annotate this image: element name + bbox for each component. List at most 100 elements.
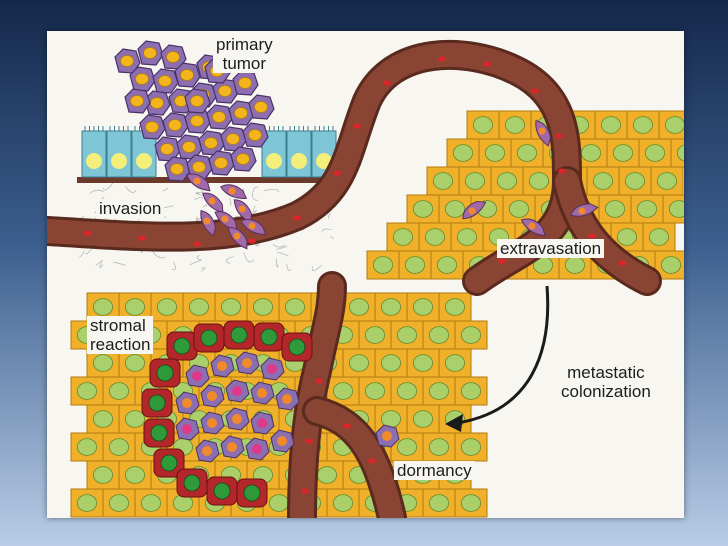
tumor-nucleus bbox=[212, 111, 226, 123]
tissue-nucleus bbox=[316, 466, 337, 484]
red-blood-cell bbox=[555, 133, 563, 139]
stromal-nucleus bbox=[260, 328, 278, 346]
tumor-nucleus bbox=[182, 141, 196, 153]
tissue-cell bbox=[454, 376, 488, 406]
colony-nucleus bbox=[257, 418, 267, 428]
red-blood-cell bbox=[353, 123, 361, 129]
bottom-vessel bbox=[290, 274, 344, 518]
colony-nucleus bbox=[267, 364, 277, 374]
epithelial-nucleus bbox=[111, 153, 127, 169]
metastatic-colonization-label-line1: metastatic bbox=[567, 363, 645, 382]
tissue-nucleus bbox=[364, 326, 385, 344]
metastatic-colonization-label-line2: colonization bbox=[561, 382, 651, 401]
tissue-nucleus bbox=[396, 438, 417, 456]
dormancy-label: dormancy bbox=[394, 461, 475, 480]
migrating-nucleus bbox=[228, 187, 236, 195]
primary-tumor-label: primary tumor bbox=[213, 35, 276, 73]
stromal-nucleus bbox=[230, 326, 248, 344]
stroma-fiber bbox=[99, 260, 104, 269]
tissue-nucleus bbox=[613, 144, 634, 162]
tumor-nucleus bbox=[254, 101, 268, 113]
tissue-nucleus bbox=[332, 382, 353, 400]
tissue-nucleus bbox=[428, 382, 449, 400]
red-blood-cell bbox=[193, 241, 201, 247]
tissue-nucleus bbox=[93, 354, 114, 372]
arrow-head bbox=[445, 414, 463, 432]
tissue-nucleus bbox=[76, 382, 98, 400]
tissue-nucleus bbox=[412, 298, 433, 316]
red-blood-cell bbox=[83, 230, 91, 236]
tissue-nucleus bbox=[428, 438, 449, 456]
red-blood-cell bbox=[498, 258, 506, 264]
tissue-cell bbox=[630, 194, 664, 224]
stroma-fiber bbox=[195, 216, 198, 223]
tumor-nucleus bbox=[150, 97, 164, 109]
tissue-nucleus bbox=[125, 466, 146, 484]
tissue-nucleus bbox=[157, 298, 178, 316]
tissue-nucleus bbox=[665, 116, 684, 134]
tumor-nucleus bbox=[226, 133, 240, 145]
tissue-nucleus bbox=[504, 116, 525, 134]
stromal-nucleus bbox=[173, 337, 191, 355]
tumor-nucleus bbox=[218, 85, 232, 97]
tissue-nucleus bbox=[460, 326, 481, 344]
red-blood-cell bbox=[305, 438, 313, 444]
tumor-nucleus bbox=[160, 143, 174, 155]
colony-nucleus bbox=[182, 398, 192, 408]
tissue-nucleus bbox=[565, 256, 586, 274]
tissue-nucleus bbox=[125, 298, 146, 316]
epithelial-nucleus bbox=[291, 153, 307, 169]
colony-nucleus bbox=[207, 391, 217, 401]
stroma-fiber bbox=[276, 245, 288, 250]
migrating-nucleus bbox=[578, 207, 586, 215]
stroma-fiber bbox=[89, 189, 104, 194]
colony-nucleus bbox=[192, 371, 202, 381]
stroma-fiber bbox=[194, 197, 203, 201]
tissue-nucleus bbox=[93, 298, 114, 316]
stroma-fiber bbox=[276, 251, 289, 257]
red-blood-cell bbox=[343, 423, 351, 429]
blood-cells bbox=[83, 56, 626, 494]
tissue-nucleus bbox=[220, 298, 241, 316]
stroma-fiber bbox=[189, 259, 202, 266]
stroma-fiber bbox=[125, 186, 137, 193]
tissue-nucleus bbox=[516, 144, 537, 162]
migrating-nucleus bbox=[238, 205, 246, 213]
tissue-nucleus bbox=[284, 298, 305, 316]
red-blood-cell bbox=[558, 168, 566, 174]
migrating-tumor-cells bbox=[185, 120, 599, 250]
tissue-nucleus bbox=[76, 438, 98, 456]
tissue-nucleus bbox=[141, 494, 162, 512]
tissue-nucleus bbox=[188, 298, 209, 316]
tumor-nucleus bbox=[190, 115, 204, 127]
migrating-nucleus bbox=[193, 177, 201, 185]
tissue-nucleus bbox=[404, 256, 425, 274]
tissue-nucleus bbox=[677, 144, 684, 162]
tumor-nucleus bbox=[130, 95, 144, 107]
red-blood-cell bbox=[483, 61, 491, 67]
tumor-nucleus bbox=[214, 157, 228, 169]
invasion-label: invasion bbox=[96, 199, 165, 218]
tumor-nucleus bbox=[234, 107, 248, 119]
tissue-nucleus bbox=[432, 172, 453, 190]
stroma-fiber bbox=[272, 243, 286, 248]
red-blood-cell bbox=[438, 56, 446, 62]
migrating-nucleus bbox=[538, 127, 546, 135]
tissue-nucleus bbox=[125, 354, 146, 372]
tumor-nucleus bbox=[238, 77, 252, 89]
stromal-nucleus bbox=[160, 454, 178, 472]
stroma-fiber bbox=[243, 252, 254, 263]
stroma-fiber bbox=[202, 204, 208, 208]
stroma-fiber bbox=[200, 267, 206, 272]
tissue-nucleus bbox=[496, 172, 517, 190]
tissue-nucleus bbox=[412, 410, 433, 428]
tissue-nucleus bbox=[444, 298, 465, 316]
colony-nucleus bbox=[282, 394, 292, 404]
migrating-nucleus bbox=[203, 217, 211, 225]
epithelial-nucleus bbox=[266, 153, 282, 169]
tissue-nucleus bbox=[645, 144, 666, 162]
migrating-nucleus bbox=[208, 197, 216, 205]
colony-nucleus bbox=[257, 388, 267, 398]
red-blood-cell bbox=[301, 488, 309, 494]
stroma-fiber bbox=[263, 188, 280, 192]
